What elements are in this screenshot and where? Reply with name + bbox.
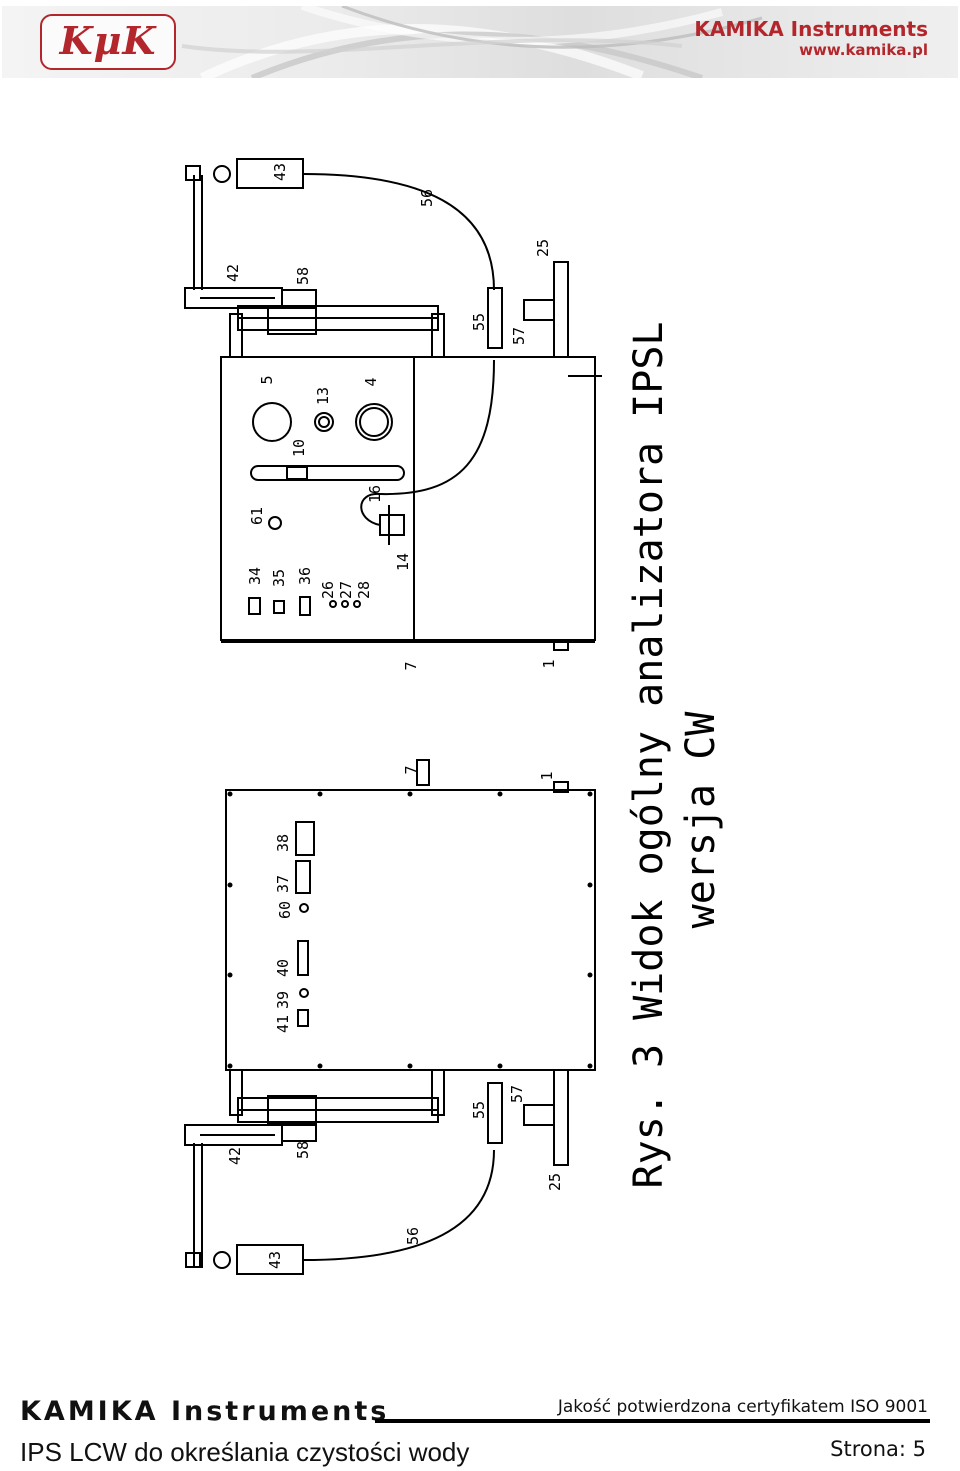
header-decoration [181,6,763,78]
footer-company: KAMIKA Instruments [20,1396,390,1427]
figure-caption: Rys. 3 Widok ogólny analizatora IPSL [626,322,672,1189]
callout-label: 34 [246,567,264,585]
callout-label: 42 [226,1147,244,1165]
callout-label: 5 [258,375,276,384]
callout-label: 60 [276,901,294,919]
callout-label: 10 [290,439,308,457]
callout-label: 55 [470,1101,488,1119]
callout-label: 1 [540,659,558,668]
callout-label: 42 [224,264,242,282]
callout-label: 57 [508,1085,526,1103]
cabinet-outline-bottom [225,789,596,1071]
callout-label: 55 [470,313,488,331]
logo-text: KμK [59,18,157,63]
callout-label: 41 [274,1015,292,1033]
callout-label: 27 [337,581,355,599]
callout-label: 58 [294,267,312,285]
callout-label: 35 [270,569,288,587]
callout-label: 25 [534,239,552,257]
callout-label: 56 [404,1227,422,1245]
cabinet-outline-top [220,356,596,641]
callout-label: 1 [538,771,556,780]
brand-block: KAMIKA Instruments www.kamika.pl [694,18,928,60]
page-number: Strona: 5 [830,1437,926,1461]
brand-name: KAMIKA Instruments [694,17,928,41]
callout-label: 28 [355,581,373,599]
callout-label: 4 [362,377,380,386]
footer-divider [375,1419,930,1423]
callout-label: 37 [274,875,292,893]
callout-label: 14 [394,553,412,571]
callout-label: 61 [248,507,266,525]
callout-label: 13 [314,387,332,405]
callout-label: 43 [271,163,289,181]
brand-url: www.kamika.pl [799,41,928,59]
callout-label: 26 [319,581,337,599]
callout-label: 7 [402,661,420,670]
callout-label: 38 [274,834,292,852]
company-logo: KμK [40,14,176,70]
callout-label: 43 [266,1251,284,1269]
technical-drawing: 43 56 42 58 25 55 57 5 13 4 10 61 16 34 … [184,158,724,1275]
callout-label: 16 [366,485,384,503]
footer-product-name: IPS LCW do określania czystości wody [20,1437,470,1467]
callout-label: 36 [296,567,314,585]
callout-label: 25 [546,1173,564,1191]
callout-label: 7 [402,765,420,774]
callout-label: 57 [510,327,528,345]
figure-caption-subtitle: wersja CW [678,711,724,929]
page-header: KμK KAMIKA Instruments www.kamika.pl [2,6,958,78]
callout-label: 39 [274,991,292,1009]
callout-label: 40 [274,959,292,977]
callout-label: 56 [418,189,436,207]
callout-label: 58 [294,1141,312,1159]
footer-quality-note: Jakość potwierdzona certyfikatem ISO 900… [557,1397,928,1417]
